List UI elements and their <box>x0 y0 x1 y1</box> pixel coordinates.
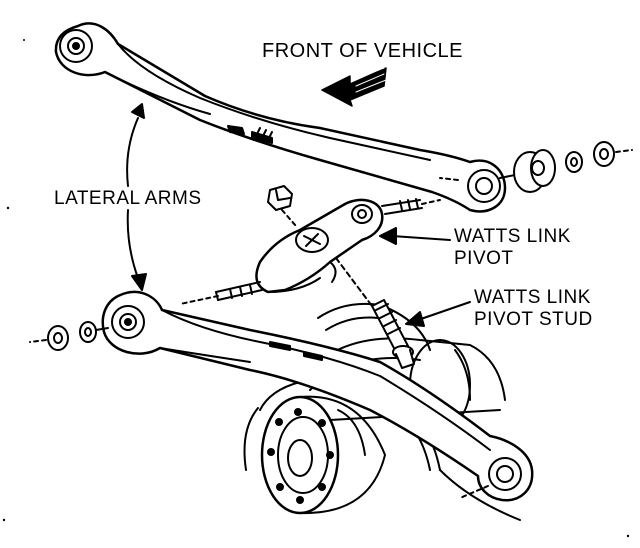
upper-arm-bushing-hardware <box>439 141 633 193</box>
watts-link-pivot-stud-line-2: PIVOT STUD <box>474 309 593 330</box>
watts-link-pivot-line-1: WATTS LINK <box>454 226 571 247</box>
watts-link-pivot-stud <box>335 257 415 369</box>
lateral-arms-pointer <box>126 103 147 291</box>
watts-stud-leader <box>405 301 471 327</box>
watts-link-pivot-stud-label: WATTS LINK PIVOT STUD <box>474 287 593 331</box>
watts-link-pivot-line-2: PIVOT <box>454 248 514 269</box>
wheel-hub <box>243 381 441 515</box>
pivot-nut <box>267 185 297 227</box>
watts-link-pivot-stud-line-1: WATTS LINK <box>474 287 591 308</box>
upper-lateral-arm <box>54 22 507 213</box>
watts-pivot-leader <box>379 227 451 245</box>
watts-link-pivot-label: WATTS LINK PIVOT <box>454 226 571 270</box>
lateral-arms-label: LATERAL ARMS <box>54 188 202 209</box>
lower-arm-bushing-hardware <box>29 321 109 351</box>
front-direction-arrow <box>321 67 387 107</box>
lower-lateral-arm <box>101 290 534 502</box>
print-specks <box>2 39 630 538</box>
watts-link-pivot <box>179 198 441 305</box>
front-of-vehicle-label: FRONT OF VEHICLE <box>262 40 463 62</box>
